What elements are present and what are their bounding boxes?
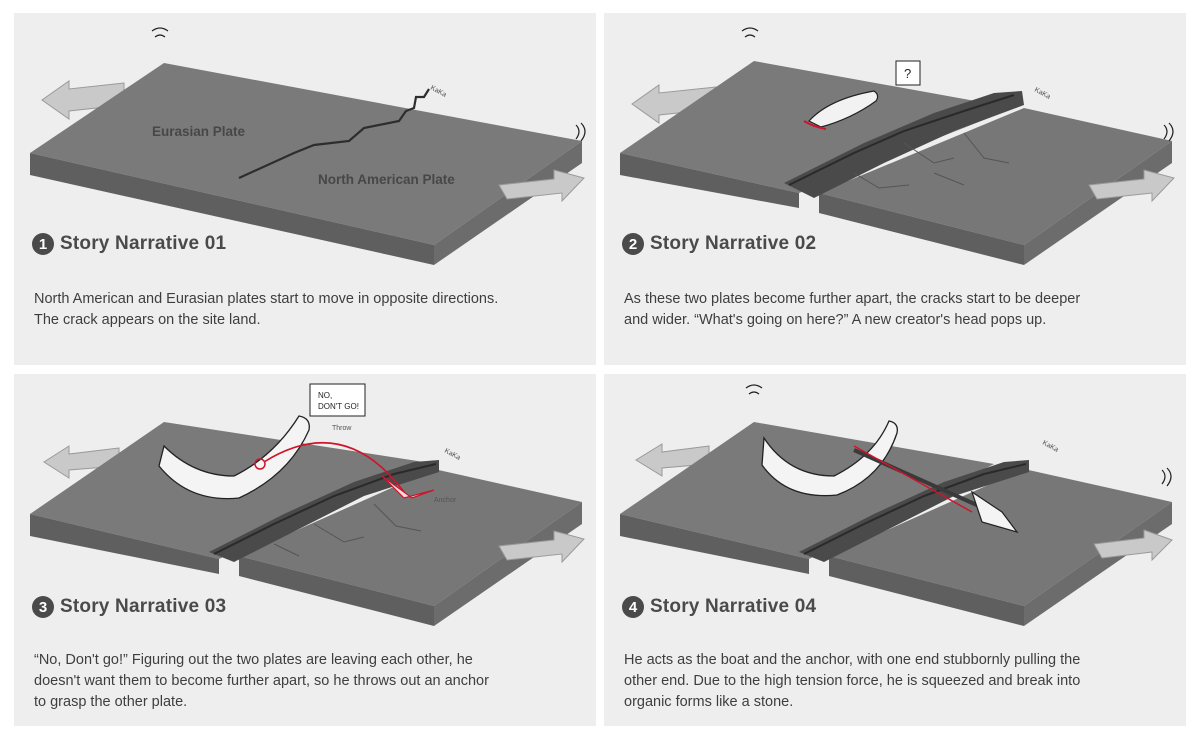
- creator-body-icon: [761, 420, 898, 497]
- tension-line: [853, 445, 973, 513]
- panel-description: “No, Don't go!” Figuring out the two pla…: [34, 652, 489, 710]
- throw-arc: [263, 442, 405, 493]
- panel-description: North American and Eurasian plates start…: [34, 291, 499, 328]
- diagram-1: Eurasian Plate North American Plate KaKa: [30, 27, 586, 265]
- slab-side-right: [434, 502, 582, 626]
- slab-top-right: [829, 469, 1172, 606]
- panel-title: Story Narrative 02: [650, 233, 817, 254]
- crack-rubble: [784, 91, 1024, 198]
- tension-chain: [853, 448, 980, 508]
- speech-text: ?: [904, 66, 911, 81]
- fracture-lines: [273, 503, 422, 557]
- step-number-badge: 1: [32, 233, 54, 255]
- slab-side-right: [1024, 502, 1172, 626]
- slab-front-right: [829, 556, 1024, 626]
- panel-2: ? KaKa 2 Story Narrative 02 As these two…: [604, 13, 1186, 365]
- heading-1: 1 Story Narrative 01: [32, 233, 226, 255]
- panel-description: As these two plates become further apart…: [624, 291, 1081, 328]
- north-american-plate-label: North American Plate: [318, 172, 455, 187]
- step-number-badge: 2: [622, 233, 644, 255]
- crack-line: [788, 94, 1015, 186]
- vibration-icon: [741, 27, 759, 38]
- diagram-4: KaKa: [620, 384, 1173, 626]
- slab-top-right: [239, 469, 582, 606]
- throw-label: Throw: [332, 425, 352, 432]
- slab-front-right: [819, 193, 1024, 265]
- panel-3: Throw Anchor NO, DON'T GO! KaKa 3 Story …: [14, 374, 596, 726]
- panel-title: Story Narrative 03: [60, 596, 227, 617]
- right-arrow-icon: [498, 530, 585, 564]
- heading-2: 2 Story Narrative 02: [622, 233, 816, 255]
- panel-1: Eurasian Plate North American Plate KaKa…: [14, 13, 596, 365]
- creator-label: KaKa: [1041, 440, 1060, 454]
- step-number-badge: 3: [32, 596, 54, 618]
- heading-3: 3 Story Narrative 03: [32, 596, 226, 618]
- crack-rubble: [799, 460, 1029, 562]
- fracture-lines: [853, 132, 1010, 189]
- slab-side-right: [1024, 141, 1172, 265]
- slab-front: [30, 153, 434, 265]
- right-arrow-icon: [498, 169, 585, 203]
- vibration-icon: [575, 122, 586, 142]
- vibration-icon: [1161, 467, 1172, 487]
- anchor-icon: [970, 490, 1019, 534]
- diagram-2: ? KaKa: [620, 27, 1175, 265]
- panel-4: KaKa 4 Story Narrative 04 He acts as the…: [604, 374, 1186, 726]
- slab-top-right: [819, 108, 1172, 245]
- slab-top: [30, 63, 582, 245]
- creator-head-icon: [808, 90, 879, 128]
- crack-line: [238, 88, 430, 180]
- crack-rubble: [209, 460, 439, 562]
- anchor-label: Anchor: [434, 497, 457, 504]
- speech-text-line1: NO,: [318, 391, 332, 400]
- speech-bubble: [895, 60, 921, 86]
- eurasian-plate-label: Eurasian Plate: [152, 124, 246, 139]
- speech-text-line2: DON'T GO!: [318, 402, 359, 411]
- panel-title: Story Narrative 04: [650, 596, 817, 617]
- target-icon: [254, 458, 266, 470]
- right-arrow-icon: [1088, 169, 1175, 203]
- creator-label: KaKa: [443, 448, 462, 462]
- anchor-icon: [381, 475, 435, 499]
- heading-4: 4 Story Narrative 04: [622, 596, 816, 618]
- slab-side: [434, 141, 582, 265]
- crack-line: [803, 463, 1027, 555]
- panel-title: Story Narrative 01: [60, 233, 227, 254]
- step-number-badge: 4: [622, 596, 644, 618]
- vibration-icon: [1163, 122, 1174, 142]
- slab-front-left: [620, 153, 799, 208]
- slab-front-right: [239, 556, 434, 626]
- creator-label: KaKa: [1033, 87, 1052, 101]
- diagram-3: Throw Anchor NO, DON'T GO! KaKa: [30, 383, 585, 626]
- right-arrow-icon: [1093, 529, 1173, 562]
- creator-body-icon: [158, 415, 310, 500]
- vibration-icon: [151, 27, 169, 38]
- red-accent: [803, 120, 827, 130]
- creator-label: KaKa: [429, 85, 448, 99]
- slab-front-left: [30, 514, 219, 574]
- crack-line: [213, 463, 437, 555]
- panel-description: He acts as the boat and the anchor, with…: [624, 652, 1081, 710]
- speech-bubble: [309, 383, 366, 417]
- vibration-icon: [745, 384, 763, 395]
- slab-front-left: [620, 514, 809, 574]
